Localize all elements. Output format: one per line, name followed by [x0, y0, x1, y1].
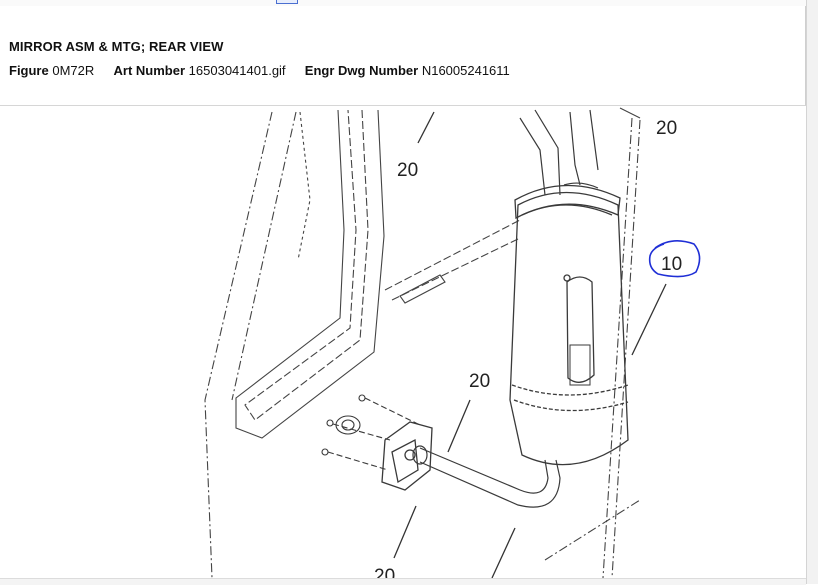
fasteners	[321, 394, 421, 471]
vertical-scrollbar[interactable]	[806, 0, 818, 584]
engr-dwg-label: Engr Dwg Number	[304, 63, 419, 78]
highlight-circle	[648, 240, 701, 278]
callout-20-top[interactable]: 20	[397, 160, 418, 181]
figure-header-panel: MIRROR ASM & MTG; REAR VIEW Figure 0M72R…	[0, 6, 806, 106]
figure-value: 0M72R	[52, 63, 95, 78]
callout-10[interactable]: 10	[661, 254, 682, 275]
mirror-head	[509, 184, 629, 466]
figure-title: MIRROR ASM & MTG; REAR VIEW	[9, 39, 224, 54]
mirror-arm-upper	[519, 109, 599, 196]
mirror-arm-lower	[412, 445, 561, 508]
figure-label: Figure	[9, 63, 49, 78]
figure-meta-line: Figure 0M72R Art Number 16503041401.gif …	[9, 63, 510, 78]
callout-20-mid[interactable]: 20	[469, 371, 490, 392]
window-frame	[235, 109, 521, 439]
parts-diagram: 20 20 10 20 20	[204, 107, 701, 578]
selected-tab-indicator[interactable]	[276, 0, 298, 4]
callout-20-bottom[interactable]: 20	[374, 566, 395, 578]
mounting-bracket	[381, 421, 433, 491]
door-outline	[204, 107, 641, 578]
leader-lines	[393, 111, 667, 578]
art-number-value: 16503041401.gif	[188, 63, 286, 78]
engr-dwg-value: N16005241611	[421, 63, 510, 78]
horizontal-scrollbar[interactable]	[0, 578, 806, 585]
callout-20-topright[interactable]: 20	[656, 118, 677, 139]
art-number-label: Art Number	[113, 63, 186, 78]
